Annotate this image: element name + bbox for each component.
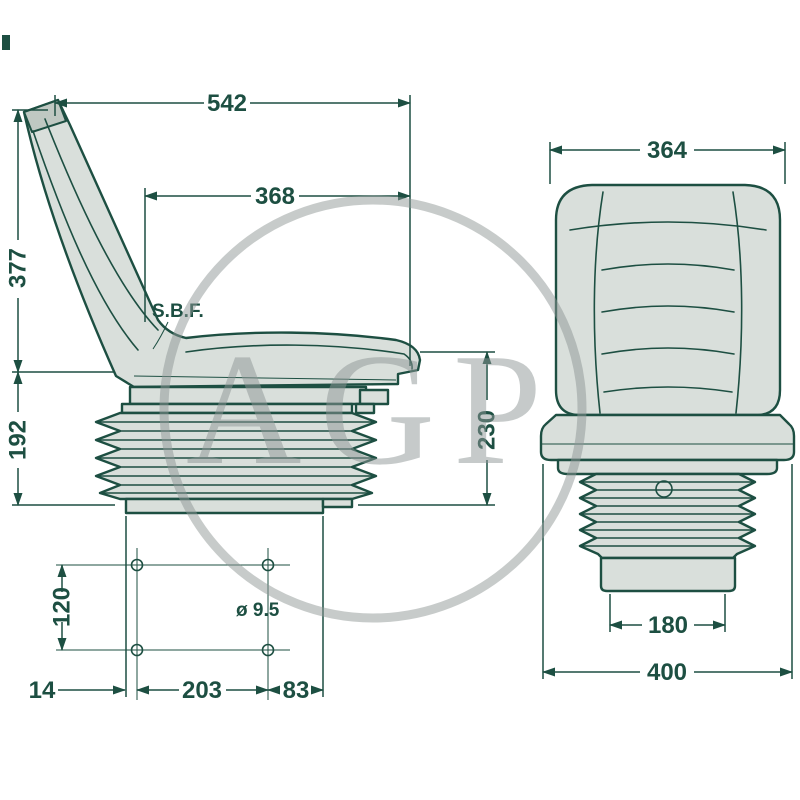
dim-230-label: 230 [474,410,501,450]
hole-front-lower [130,643,144,657]
hole-rear-upper [261,558,275,572]
side-rail-tab [321,497,354,509]
side-backrest-line-1 [32,130,139,351]
dim-14-label: 14 [29,677,56,704]
side-pan-line [133,375,397,381]
watermark: AGP [159,195,587,623]
side-cushion-line [185,344,413,370]
hole-rear-lower [261,643,275,657]
dim-83-label: 83 [283,677,310,704]
front-pivot-hole [655,480,673,498]
sbf-leader-line [152,321,169,350]
dimensions-side: 542 368 377 192 230 120 ø 9.5 14 [5,90,501,704]
front-rib-1 [601,263,735,271]
front-bolster-left [593,191,604,414]
dimensions-front: 364 180 400 [542,137,793,686]
watermark-text: AGP [186,320,560,498]
mounting-holes [56,548,290,700]
front-tray-step [556,458,779,476]
dim-364-label: 364 [647,137,688,164]
side-view [22,98,422,700]
front-bottom-block [599,556,737,593]
page-corner-mark [2,35,10,50]
front-rib-3 [601,347,735,355]
front-rib-2 [601,305,735,313]
dim-542-label: 542 [207,90,247,117]
front-rib-4 [603,386,733,393]
side-backrest-line-2 [44,118,159,331]
dim-400-label: 400 [647,659,687,686]
front-bolster-right [732,191,743,414]
hole-front-upper [130,558,144,572]
front-view [539,183,796,593]
hole-diameter-label: ø 9.5 [236,600,280,621]
dim-377-label: 377 [5,248,32,288]
dim-120-label: 120 [49,587,76,627]
front-seat-tray [539,413,796,462]
front-top-contour [569,221,767,231]
dim-203-label: 203 [182,677,222,704]
dim-368-label: 368 [255,183,295,210]
watermark-circle [159,195,587,623]
side-bottom-rail [124,497,325,515]
dim-180-label: 180 [648,612,688,639]
side-base-bracket-lower [354,402,376,415]
dim-192-label: 192 [5,420,32,460]
front-backrest [554,183,782,417]
side-bellows-folds [95,421,377,494]
